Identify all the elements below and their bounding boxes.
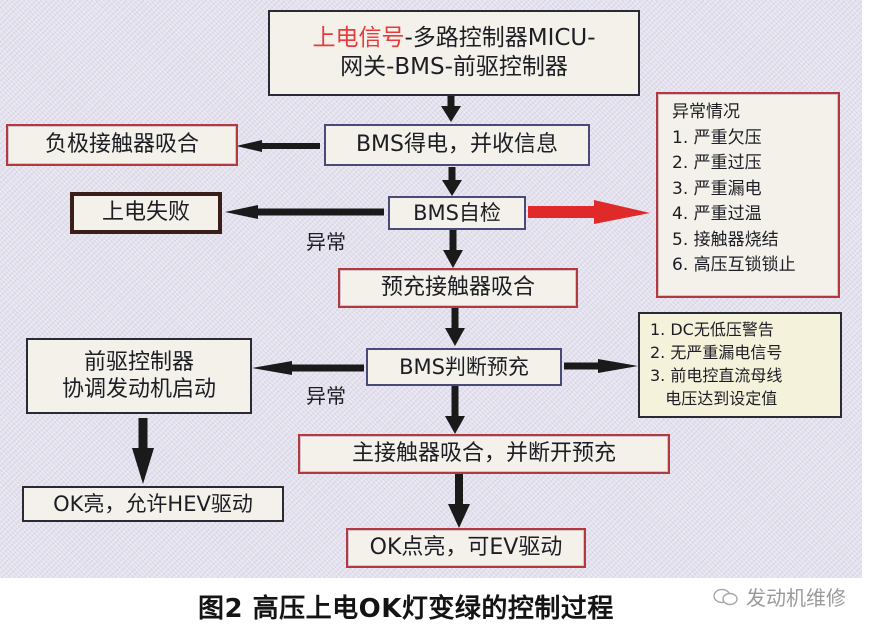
arrow-right-conditions <box>564 359 638 373</box>
arrows-layer <box>132 95 650 528</box>
arrow-down-hev <box>132 418 154 484</box>
abnormal-item: 1. 严重欠压 <box>672 127 762 148</box>
node-bms-judge-label: BMS判断预充 <box>399 354 529 379</box>
node-power-signal-line1: 上电信号-多路控制器MICU- <box>312 24 595 53</box>
node-main-contactor: 主接触器吸合，并断开预充 <box>298 434 670 474</box>
node-bms-powered-label: BMS得电，并收信息 <box>355 132 559 158</box>
node-precharge-contactor-label: 预充接触器吸合 <box>380 275 535 301</box>
power-signal-highlight: 上电信号 <box>312 25 405 52</box>
arrow-left-front-controller <box>252 361 364 375</box>
watermark: 发动机维修 <box>712 582 846 611</box>
node-ok-hev: OK亮，允许HEV驱动 <box>22 486 284 522</box>
abnormal-item: 3. 严重漏电 <box>672 178 762 199</box>
node-bms-judge: BMS判断预充 <box>366 348 562 386</box>
precharge-conditions-box: 1. DC无低压警告 2. 无严重漏电信号 3. 前电控直流母线 电压达到设定值 <box>638 312 842 418</box>
node-front-controller: 前驱控制器 协调发动机启动 <box>26 338 252 414</box>
node-ok-ev-label: OK点亮，可EV驱动 <box>369 535 563 561</box>
abnormal-item: 5. 接触器烧结 <box>672 229 779 250</box>
figure-caption: 图2 高压上电OK灯变绿的控制过程 <box>198 594 614 624</box>
node-power-fail-label: 上电失败 <box>101 200 190 226</box>
arrow-down-1 <box>441 95 461 122</box>
node-power-signal-line2: 网关-BMS-前驱控制器 <box>340 54 568 80</box>
diagram-canvas: 上电信号-多路控制器MICU- 网关-BMS-前驱控制器 BMS得电，并收信息 … <box>0 0 862 578</box>
node-precharge-contactor: 预充接触器吸合 <box>338 268 578 308</box>
edge-label-abnormal-1: 异常 <box>306 230 346 254</box>
arrow-down-4 <box>445 306 465 346</box>
arrow-left-power-fail <box>225 205 384 219</box>
condition-item: 电压达到设定值 <box>650 389 778 408</box>
node-ok-ev: OK点亮，可EV驱动 <box>346 528 586 568</box>
node-power-fail: 上电失败 <box>70 192 222 234</box>
node-power-signal: 上电信号-多路控制器MICU- 网关-BMS-前驱控制器 <box>268 10 640 96</box>
condition-item: 3. 前电控直流母线 <box>650 366 783 385</box>
node-main-contactor-label: 主接触器吸合，并断开预充 <box>351 441 616 467</box>
arrow-right-abnormal <box>528 200 650 224</box>
arrow-down-5 <box>445 386 465 434</box>
node-bms-selfcheck: BMS自检 <box>388 196 526 230</box>
node-negative-contactor: 负极接触器吸合 <box>6 124 238 166</box>
node-ok-hev-label: OK亮，允许HEV驱动 <box>53 491 253 516</box>
arrow-left-negative-contactor <box>236 140 320 152</box>
arrow-down-3 <box>443 228 463 268</box>
watermark-text: 发动机维修 <box>746 586 846 610</box>
abnormal-item: 4. 严重过温 <box>672 204 762 224</box>
arrow-down-2 <box>442 167 462 196</box>
node-front-controller-line2: 协调发动机启动 <box>61 377 216 402</box>
power-signal-chain: -多路控制器MICU- <box>404 25 596 52</box>
abnormal-item: 2. 严重过压 <box>672 153 762 173</box>
node-negative-contactor-label: 负极接触器吸合 <box>44 132 199 158</box>
arrow-down-6 <box>448 474 470 528</box>
abnormal-title: 异常情况 <box>672 102 740 122</box>
condition-item: 1. DC无低压警告 <box>650 320 774 339</box>
condition-item: 2. 无严重漏电信号 <box>650 343 783 362</box>
abnormal-conditions-box: 异常情况 1. 严重欠压 2. 严重过压 3. 严重漏电 4. 严重过温 5. … <box>656 92 840 298</box>
wechat-icon <box>713 588 738 605</box>
abnormal-item: 6. 高压互锁锁止 <box>672 255 796 275</box>
node-front-controller-line1: 前驱控制器 <box>83 349 194 375</box>
node-bms-selfcheck-label: BMS自检 <box>413 200 501 225</box>
edge-label-abnormal-2: 异常 <box>306 384 346 408</box>
node-bms-powered: BMS得电，并收信息 <box>324 124 590 166</box>
